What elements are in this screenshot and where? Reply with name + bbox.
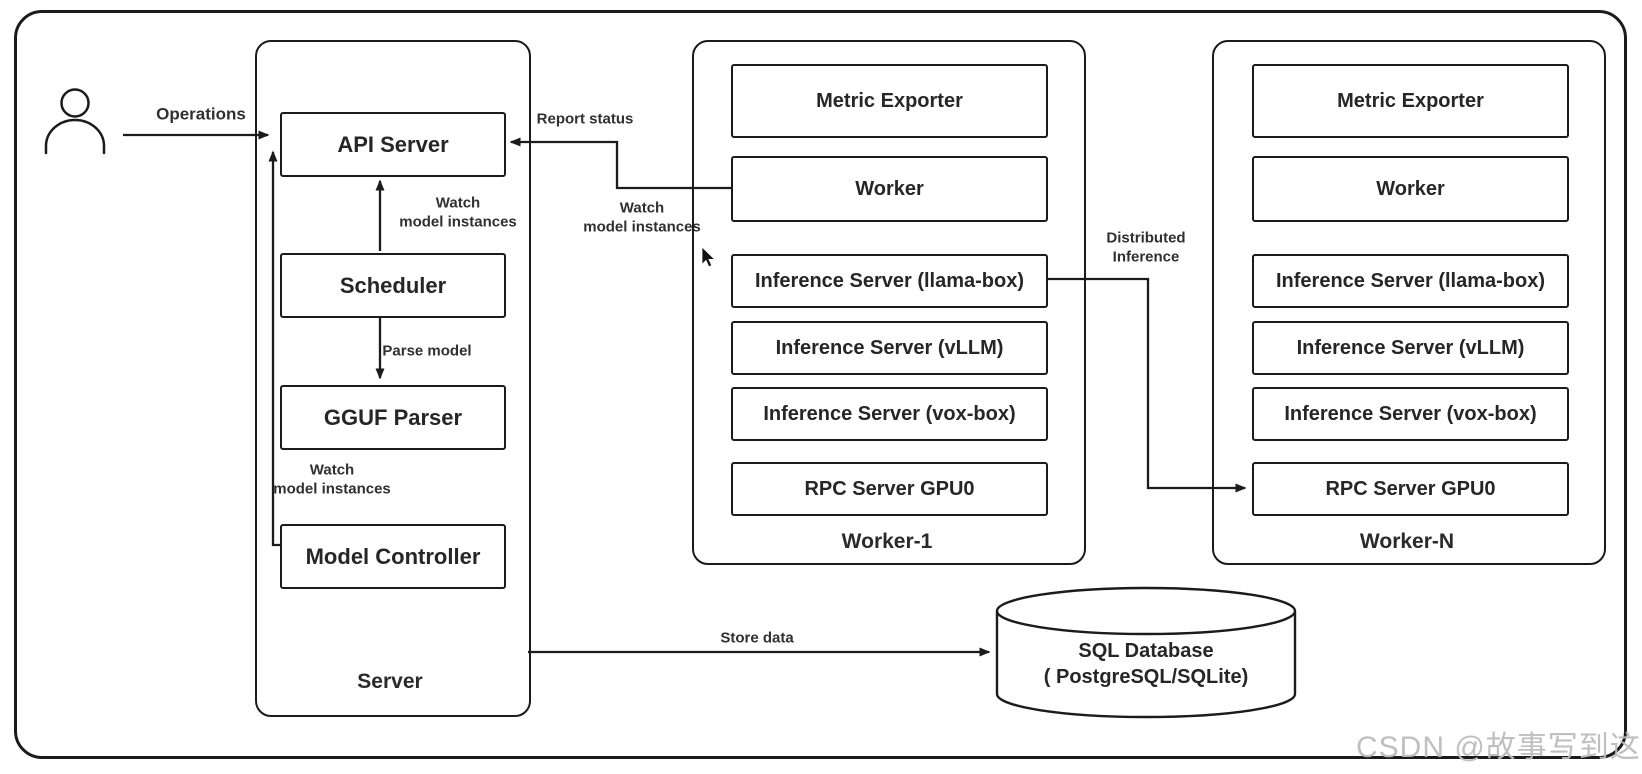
node-wn-worker: Worker — [1252, 156, 1569, 222]
edge-worker-to-api-report-status — [509, 137, 731, 190]
node-wn-inference-vllm: Inference Server (vLLM) — [1252, 321, 1569, 375]
server-container — [255, 40, 531, 717]
node-w1-worker: Worker — [731, 156, 1048, 222]
edge-label-watch-model-instances-mid: Watch model instances — [583, 199, 701, 235]
edge-label-distributed-inference: Distributed Inference — [1106, 229, 1186, 265]
person-icon — [44, 88, 106, 155]
edge-distributed-inference — [1044, 277, 1247, 493]
edge-label-watch-model-instances-left: Watch model instances — [273, 461, 391, 497]
edge-model-controller-to-api — [268, 150, 282, 547]
node-api-server: API Server — [280, 112, 506, 177]
node-scheduler: Scheduler — [280, 253, 506, 318]
worker1-container-title: Worker-1 — [841, 530, 933, 553]
node-w1-inference-llama-box: Inference Server (llama-box) — [731, 254, 1048, 308]
node-wn-metric-exporter: Metric Exporter — [1252, 64, 1569, 138]
edge-label-watch-model-instances-top: Watch model instances — [399, 194, 517, 230]
workerN-container — [1212, 40, 1606, 565]
node-gguf-parser: GGUF Parser — [280, 385, 506, 450]
edge-label-report-status: Report status — [536, 110, 634, 128]
mouse-cursor-icon — [701, 246, 716, 268]
edge-label-store-data: Store data — [720, 629, 794, 647]
outer-frame — [14, 10, 1627, 759]
node-w1-rpc-server-gpu0: RPC Server GPU0 — [731, 462, 1048, 516]
edge-label-parse-model: Parse model — [382, 342, 472, 360]
server-container-title: Server — [357, 670, 423, 693]
node-wn-inference-vox-box: Inference Server (vox-box) — [1252, 387, 1569, 441]
node-w1-inference-vllm: Inference Server (vLLM) — [731, 321, 1048, 375]
workerN-container-title: Worker-N — [1359, 530, 1455, 553]
database-label: SQL Database ( PostgreSQL/SQLite) — [1043, 640, 1249, 688]
edge-label-operations: Operations — [156, 104, 246, 124]
node-model-controller: Model Controller — [280, 524, 506, 589]
database-cylinder — [995, 586, 1297, 719]
watermark: CSDN @故事写到这 — [1356, 731, 1641, 764]
node-wn-rpc-server-gpu0: RPC Server GPU0 — [1252, 462, 1569, 516]
node-w1-metric-exporter: Metric Exporter — [731, 64, 1048, 138]
node-w1-inference-vox-box: Inference Server (vox-box) — [731, 387, 1048, 441]
worker1-container — [692, 40, 1086, 565]
node-wn-inference-llama-box: Inference Server (llama-box) — [1252, 254, 1569, 308]
